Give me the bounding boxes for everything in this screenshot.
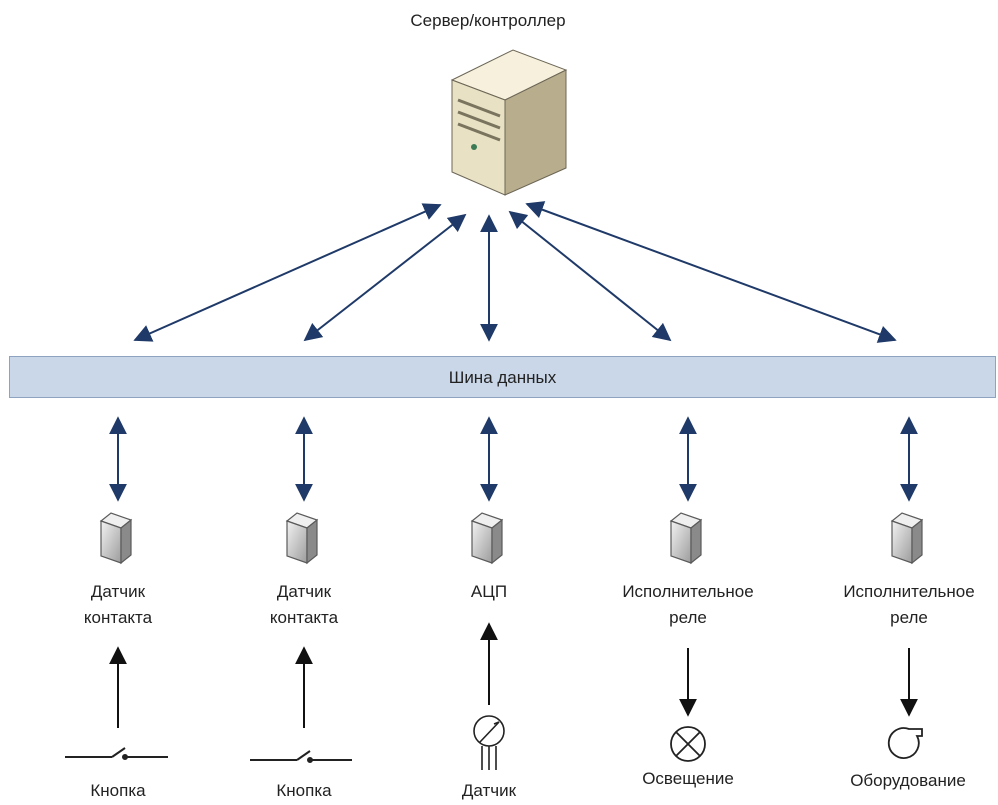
device-label-5: Оборудование [850, 771, 966, 790]
device-label-4: Освещение [642, 769, 734, 788]
device-label-2: Кнопка [276, 781, 332, 800]
link-2 [303, 213, 467, 342]
server-bus-links [133, 201, 897, 343]
server-title: Сервер/контроллер [410, 11, 566, 30]
thermo-sensor-icon [473, 715, 505, 770]
module-icons [99, 512, 924, 565]
bus-module-links [109, 416, 918, 502]
push-button-switch-icon-1 [65, 747, 168, 760]
module-icon-3 [470, 512, 504, 565]
module-label-3: АЦП [470, 582, 508, 601]
data-bus: Шина данных [9, 356, 996, 398]
signal-arrows [109, 622, 918, 728]
module-icon-5 [890, 512, 924, 565]
link-5 [525, 201, 897, 343]
push-button-switch-icon-2 [250, 750, 352, 763]
server-tower-icon [450, 49, 568, 196]
module-icon-1 [99, 512, 133, 565]
data-bus-label: Шина данных [448, 368, 557, 387]
module-icon-2 [285, 512, 319, 565]
link-4 [508, 210, 672, 342]
lamp-icon [670, 726, 706, 762]
device-label-3: Датчик [461, 781, 517, 800]
device-label-1: Кнопка [90, 781, 146, 800]
fan-blower-icon [887, 727, 923, 759]
link-1 [133, 203, 442, 342]
module-icon-4 [669, 512, 703, 565]
